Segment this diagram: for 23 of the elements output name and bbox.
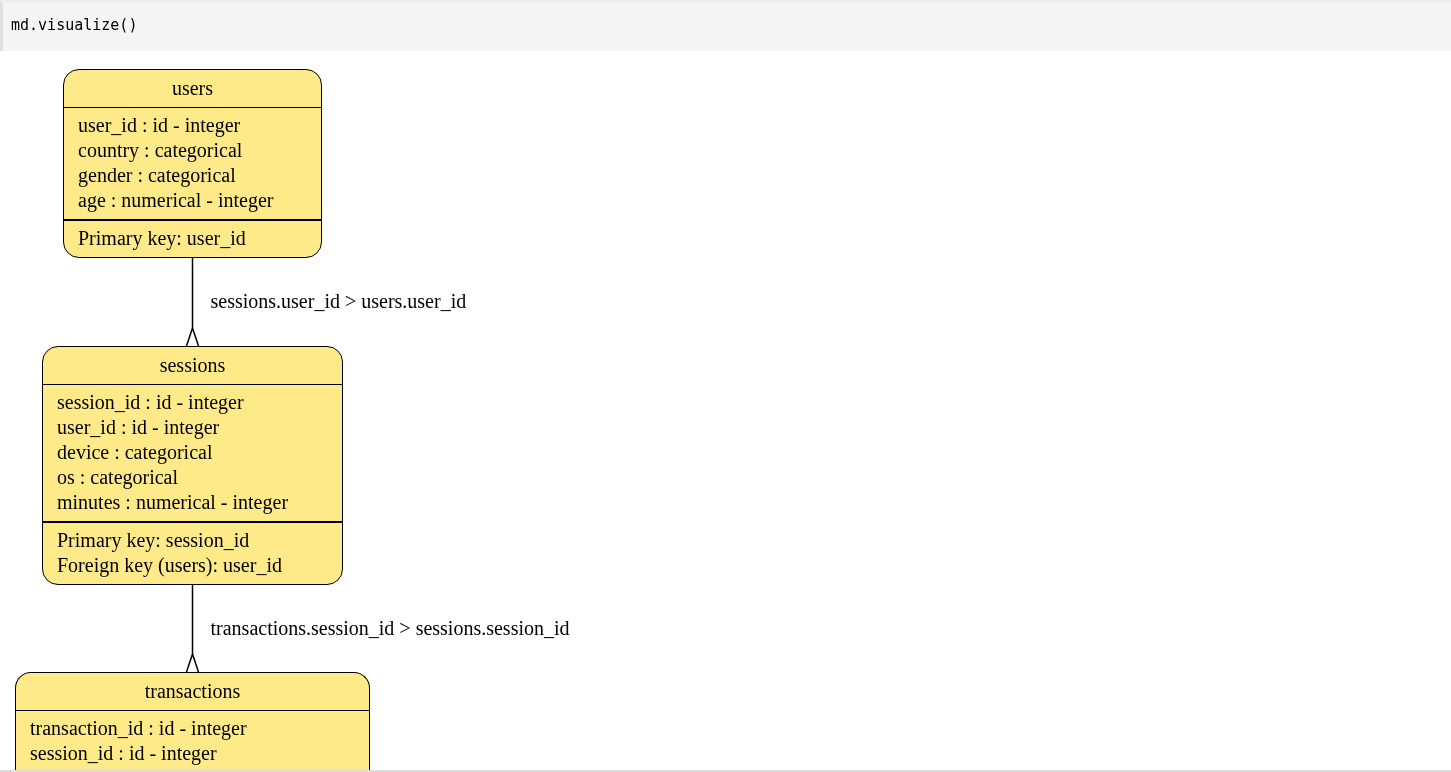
entity-table — [42, 346, 343, 585]
column-text: transaction_id : id - integer — [30, 716, 247, 741]
column-text: session_id : id - integer — [30, 741, 217, 766]
relationship-line — [185, 584, 200, 673]
key-text: Primary key: session_id — [57, 527, 250, 553]
column-text: session_id : id - integer — [57, 390, 244, 415]
column-text: minutes : numerical - integer — [57, 490, 289, 515]
entity-table — [15, 672, 370, 770]
column-text: user_id : id - integer — [78, 113, 241, 138]
column-text: device : categorical — [57, 440, 213, 465]
relationship-line — [185, 257, 200, 347]
entity-table — [63, 69, 322, 258]
table-name: users — [171, 76, 214, 101]
table-name: sessions — [159, 353, 226, 378]
column-text: os : categorical — [57, 465, 179, 490]
key-text: Primary key: user_id — [78, 225, 246, 251]
column-text: country : categorical — [78, 138, 243, 163]
column-text: gender : categorical — [78, 163, 236, 188]
column-text: user_id : id - integer — [57, 415, 220, 440]
key-text: Foreign key (users): user_id — [57, 552, 282, 578]
table-name: transactions — [144, 679, 241, 704]
code-text: md.visualize() — [11, 15, 138, 35]
column-text: age : numerical - integer — [78, 188, 274, 213]
